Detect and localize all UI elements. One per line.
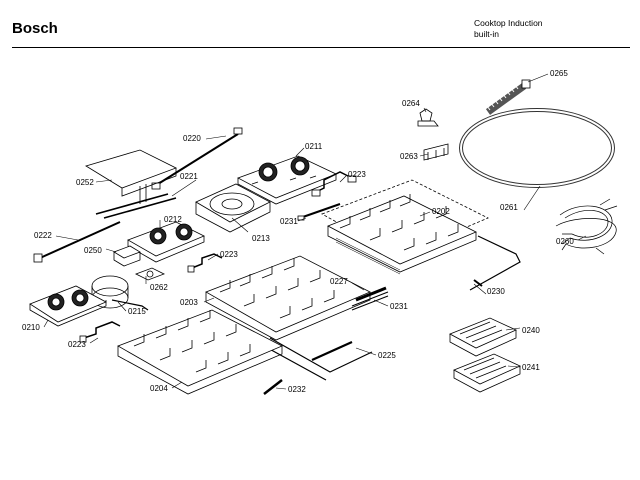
label-0265: 0265 [550, 69, 568, 78]
label-0204: 0204 [150, 384, 168, 393]
part-0212-filter-board [127, 221, 205, 263]
label-0252: 0252 [76, 178, 94, 187]
label-0222: 0222 [34, 231, 52, 240]
label-0241: 0241 [522, 363, 540, 372]
part-0204-power-board [117, 309, 283, 395]
label-0202: 0202 [432, 207, 450, 216]
brand-name: Bosch [12, 20, 58, 37]
label-0250: 0250 [84, 246, 102, 255]
label-0210: 0210 [22, 323, 40, 332]
label-0232: 0232 [288, 385, 306, 394]
label-0223-middle: 0223 [220, 250, 238, 259]
label-0261: 0261 [500, 203, 518, 212]
label-0212: 0212 [164, 215, 182, 224]
header-rule [12, 47, 630, 48]
part-0264-clip [417, 108, 439, 127]
part-0213-fan [195, 183, 271, 233]
part-0252-cover-plate [85, 149, 178, 204]
part-0222-cable [33, 221, 121, 263]
product-line-1: Cooktop Induction [474, 18, 543, 28]
label-0223-bottom: 0223 [68, 340, 86, 349]
product-line-2: built-in [474, 29, 500, 39]
label-0227: 0227 [330, 277, 348, 286]
part-0227-ribbon-cable [355, 286, 387, 302]
part-0250-sensor [113, 245, 141, 267]
part-0225-cable [263, 337, 373, 381]
label-0221: 0221 [180, 172, 198, 181]
part-0265-hose-end [485, 79, 531, 115]
part-0203-power-board [205, 255, 371, 341]
part-0241-control-board [453, 353, 521, 393]
part-0231a-ribbon-cable [297, 203, 341, 221]
part-0223a-cable [311, 171, 357, 197]
part-0215-coil [91, 275, 149, 311]
part-0231b-ribbon-cable [351, 291, 389, 311]
part-0221-cable [95, 193, 177, 219]
part-0223c-cable [79, 321, 121, 343]
label-0213: 0213 [252, 234, 270, 243]
part-0223b-cable [187, 253, 223, 273]
part-0240-control-board [449, 317, 517, 357]
part-0262-plate [135, 267, 165, 281]
label-0211: 0211 [305, 142, 323, 151]
label-0231-top: 0231 [280, 217, 298, 226]
label-0231-middle: 0231 [390, 302, 408, 311]
label-0262: 0262 [150, 283, 168, 292]
part-0261-hose-loop [459, 108, 615, 188]
part-0232-ribbon-cable [263, 379, 283, 395]
part-0220-cable [151, 127, 243, 190]
label-0203: 0203 [180, 298, 198, 307]
label-0223-top: 0223 [348, 170, 366, 179]
leader-lines [43, 73, 587, 390]
label-0263: 0263 [400, 152, 418, 161]
label-0260: 0260 [556, 237, 574, 246]
label-0220: 0220 [183, 134, 201, 143]
part-0202-power-board [321, 179, 489, 275]
product-description: Cooktop Induction built-in [474, 18, 543, 40]
label-0215: 0215 [128, 307, 146, 316]
part-0210-filter-board [29, 285, 107, 327]
part-0263-bracket [423, 143, 449, 161]
part-labels: 0265 0264 0263 0261 0260 0220 0211 0252 … [22, 69, 574, 394]
label-0264: 0264 [402, 99, 420, 108]
label-0240: 0240 [522, 326, 540, 335]
part-0230-harness [469, 235, 521, 291]
label-0225: 0225 [378, 351, 396, 360]
label-0230: 0230 [487, 287, 505, 296]
